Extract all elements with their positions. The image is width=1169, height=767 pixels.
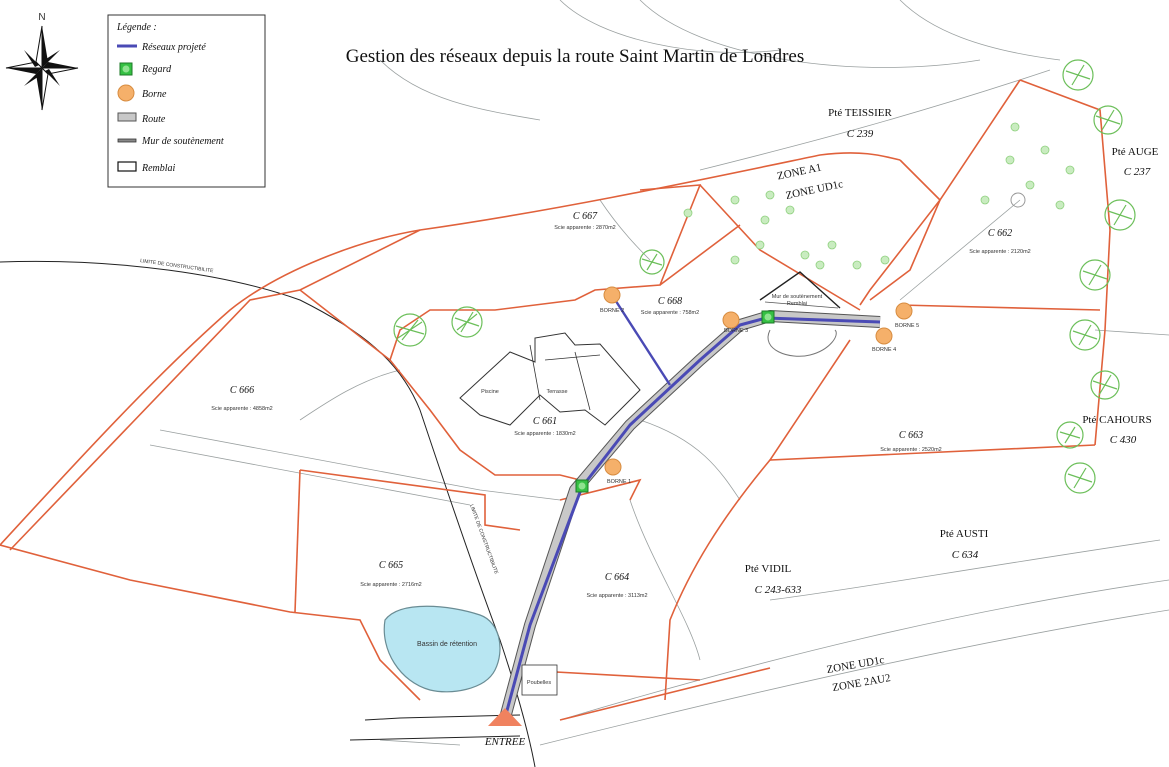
bins-label: Poubelles (527, 680, 551, 686)
terminal-1-marker (604, 458, 622, 476)
parcel-surface: Scie apparente : 1830m2 (514, 431, 575, 437)
map-title: Gestion des réseaux depuis la route Sain… (346, 46, 805, 67)
parcel-id: C 665 (379, 560, 403, 571)
property-ref: C 634 (952, 549, 979, 561)
parcel-labels: C 667 Scie apparente : 2870m2 C 668 Scie… (211, 211, 1030, 599)
north-compass-icon (5, 25, 79, 111)
legend-item-terminal: Borne (142, 89, 167, 100)
trees (393, 59, 1136, 494)
parcel-id: C 663 (899, 430, 923, 441)
parcel-id: C 666 (230, 385, 254, 396)
property-ref: C 237 (1124, 166, 1151, 178)
parcel-id: C 668 (658, 296, 682, 307)
property-owner: Pté AUGE (1112, 146, 1159, 158)
fill-label: Remblai (787, 301, 807, 307)
north-label: N (38, 12, 45, 23)
wall-label: Mur de soutènement (772, 294, 823, 300)
zone-label: ZONE A1 (776, 162, 822, 183)
legend-item-embankment: Remblai (141, 163, 176, 174)
parcel-id: C 667 (573, 211, 598, 222)
property-ref: C 243-633 (755, 584, 802, 596)
projected-network-branch (610, 294, 672, 386)
parcel-surface: Scie apparente : 2520m2 (880, 447, 941, 453)
parcel-id: C 664 (605, 572, 629, 583)
entrance-label: ENTREE (484, 736, 526, 748)
pool-label: Piscine (481, 389, 499, 395)
property-owner: Pté TEISSIER (828, 107, 892, 119)
retention-basin-label: Bassin de rétention (417, 641, 477, 648)
terminal-3-marker (722, 311, 740, 329)
property-owner: Pté CAHOURS (1082, 414, 1151, 426)
property-owner: Pté AUSTI (940, 528, 989, 540)
entrance-marker (488, 708, 522, 726)
parcel-surface: Scie apparente : 758m2 (641, 310, 699, 316)
property-ref: C 239 (847, 128, 874, 140)
legend: Légende : Réseaux projeté Regard Borne R… (107, 14, 266, 188)
parcel-surface: Scie apparente : 2716m2 (360, 582, 421, 588)
terrace-label: Terrasse (546, 389, 567, 395)
terminal-5-label: BORNE 5 (895, 323, 919, 329)
terminal-2-label: BORNE 2 (600, 308, 624, 314)
house-buildings (459, 332, 641, 426)
terminal-1-label: BORNE 1 (607, 479, 631, 485)
terminal-5-marker (895, 302, 913, 320)
legend-item-manhole: Regard (141, 64, 172, 75)
constructibility-limit-lines (0, 260, 536, 767)
legend-title: Légende : (116, 22, 157, 33)
parcel-surface: Scie apparente : 2870m2 (554, 225, 615, 231)
retaining-wall-area (759, 271, 841, 309)
manholes (575, 310, 775, 493)
legend-item-retaining-wall: Mur de soutènement (141, 136, 224, 147)
constructibility-limit-label: LIMITE DE CONSTRUCTIBILITE (140, 258, 215, 274)
property-ref: C 430 (1110, 434, 1137, 446)
terminal-4-marker (875, 327, 893, 345)
parcel-boundaries (0, 79, 1111, 721)
terminal-3-label: BORNE 3 (724, 328, 748, 334)
terminal-4-label: BORNE 4 (872, 347, 896, 353)
legend-item-network: Réseaux projeté (141, 42, 206, 53)
zone-label: ZONE UD1c (826, 654, 886, 676)
parcel-surface: Scie apparente : 2120m2 (969, 249, 1030, 255)
zone-label: ZONE 2AU2 (831, 672, 891, 694)
terminals: BORNE 2 BORNE 3 BORNE 5 BORNE 4 BORNE 1 (600, 286, 919, 485)
parcel-surface: Scie apparente : 3113m2 (586, 593, 647, 599)
parcel-id: C 662 (988, 228, 1012, 239)
bins-area (521, 664, 558, 696)
property-owner: Pté VIDIL (745, 563, 792, 575)
parcel-id: C 661 (533, 416, 557, 427)
legend-item-road: Route (141, 114, 166, 125)
terminal-2-marker (603, 286, 621, 304)
background-contours (149, 0, 1169, 746)
property-labels: Pté TEISSIER C 239 Pté AUGE C 237 Pté CA… (745, 107, 1159, 596)
retention-basin: Bassin de rétention (383, 605, 501, 693)
zone-label: ZONE UD1c (785, 178, 845, 202)
parcel-surface: Scie apparente : 4858m2 (211, 406, 272, 412)
